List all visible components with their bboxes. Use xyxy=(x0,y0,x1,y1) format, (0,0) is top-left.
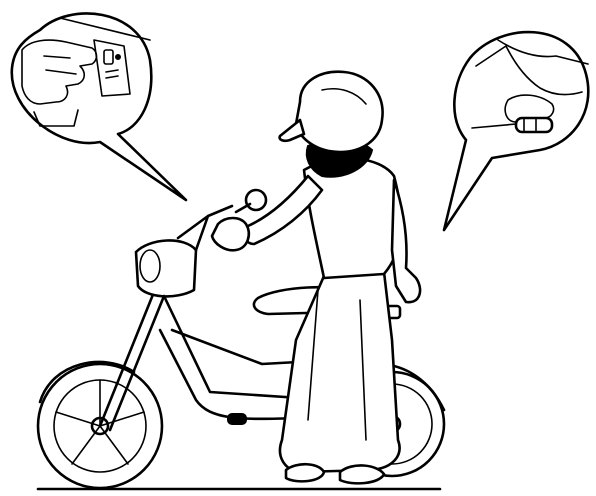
headlight xyxy=(136,240,196,296)
front-fork xyxy=(100,292,164,430)
callout-right-pedal xyxy=(444,32,588,230)
rider-torso xyxy=(304,159,401,278)
helmet-visor xyxy=(280,120,304,141)
rider-helmet xyxy=(296,72,383,152)
callout-left-throttle xyxy=(12,13,186,200)
mirror xyxy=(246,190,266,210)
kickstand-lever xyxy=(228,414,246,424)
switch-indicator xyxy=(116,55,120,59)
rider-foot-left xyxy=(286,464,324,481)
callout-pedal xyxy=(516,118,552,132)
rider-arm-rear xyxy=(392,180,420,302)
rider-foot-right xyxy=(340,465,384,483)
callout-right-bubble xyxy=(444,32,588,230)
rider-hand xyxy=(212,218,249,250)
